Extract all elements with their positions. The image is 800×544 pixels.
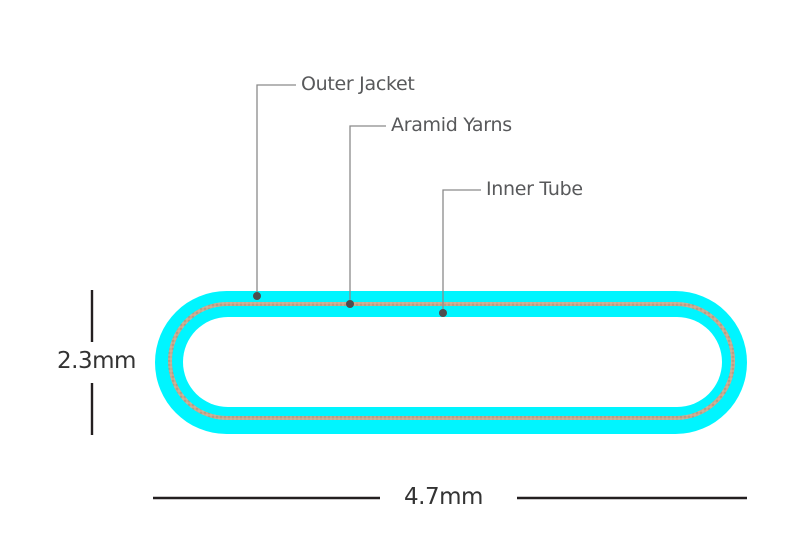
outer-jacket-label: Outer Jacket bbox=[301, 73, 415, 95]
outer-jacket-dot bbox=[253, 292, 261, 300]
aramid-yarns-label: Aramid Yarns bbox=[391, 114, 512, 136]
width-dimension-label: 4.7mm bbox=[404, 484, 483, 510]
leader-dots bbox=[253, 292, 447, 317]
aramid-yarns-leader-line bbox=[349, 125, 386, 304]
leader-lines bbox=[256, 84, 481, 313]
inner-tube-label: Inner Tube bbox=[486, 178, 583, 200]
height-dimension-label: 2.3mm bbox=[57, 348, 136, 374]
inner-tube-dot bbox=[439, 309, 447, 317]
inner-tube-shape bbox=[183, 317, 722, 407]
aramid-yarns-dot bbox=[346, 300, 354, 308]
outer-jacket-leader-line bbox=[256, 84, 296, 296]
aramid-yarns-shape bbox=[168, 302, 735, 420]
inner-tube-leader-line bbox=[442, 189, 481, 313]
